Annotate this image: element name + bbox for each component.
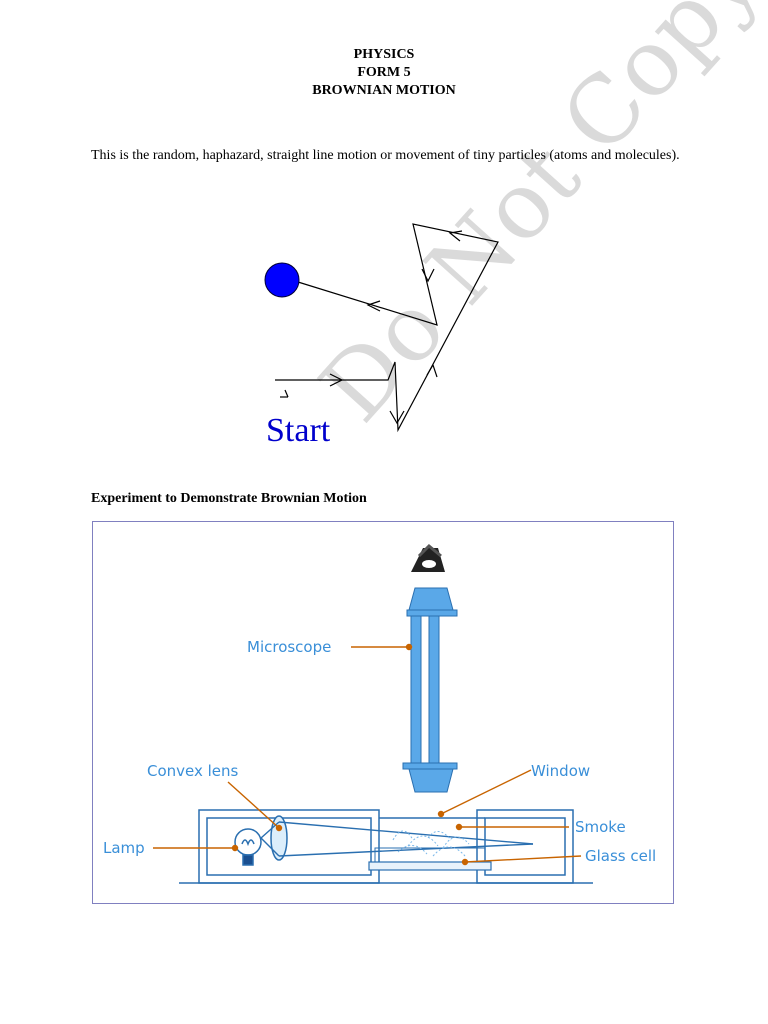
- arrow-marker: [284, 389, 289, 398]
- arrow-marker: [329, 373, 344, 387]
- arrow-marker: [389, 410, 405, 425]
- experiment-title: Experiment to Demonstrate Brownian Motio…: [91, 491, 367, 506]
- brownian-path-diagram: Start: [264, 223, 499, 449]
- label-convex-lens: Convex lens: [147, 762, 239, 780]
- intro-paragraph: This is the random, haphazard, straight …: [91, 148, 680, 163]
- lamp-housing: [198, 809, 574, 884]
- arrow-marker: [421, 268, 435, 283]
- header-form: FORM 5: [357, 65, 411, 80]
- label-glass-cell: Glass cell: [585, 847, 656, 865]
- arrow-marker: [366, 300, 381, 312]
- label-lamp: Lamp: [103, 839, 145, 857]
- arrow-marker: [426, 363, 438, 378]
- label-window: Window: [531, 762, 590, 780]
- convex-lens: [270, 815, 288, 861]
- start-label: Start: [266, 412, 331, 449]
- particle-ball: [264, 262, 300, 298]
- microscope: [402, 587, 458, 793]
- experiment-figure: Microscope Convex lens Window Lamp Smoke…: [92, 521, 674, 904]
- glass-cell: [368, 861, 492, 871]
- arrow-marker: [448, 230, 463, 242]
- particle-path: [275, 223, 499, 433]
- label-smoke: Smoke: [575, 818, 626, 836]
- label-microscope: Microscope: [247, 638, 331, 656]
- header-subject: PHYSICS: [353, 47, 415, 62]
- header-topic: BROWNIAN MOTION: [312, 83, 456, 98]
- eye-icon: [411, 543, 445, 572]
- light-beam: [260, 821, 534, 857]
- lamp-bulb-icon: [234, 828, 262, 866]
- smoke-particles: [392, 830, 470, 857]
- experiment-diagram: Microscope Convex lens Window Lamp Smoke…: [103, 543, 656, 884]
